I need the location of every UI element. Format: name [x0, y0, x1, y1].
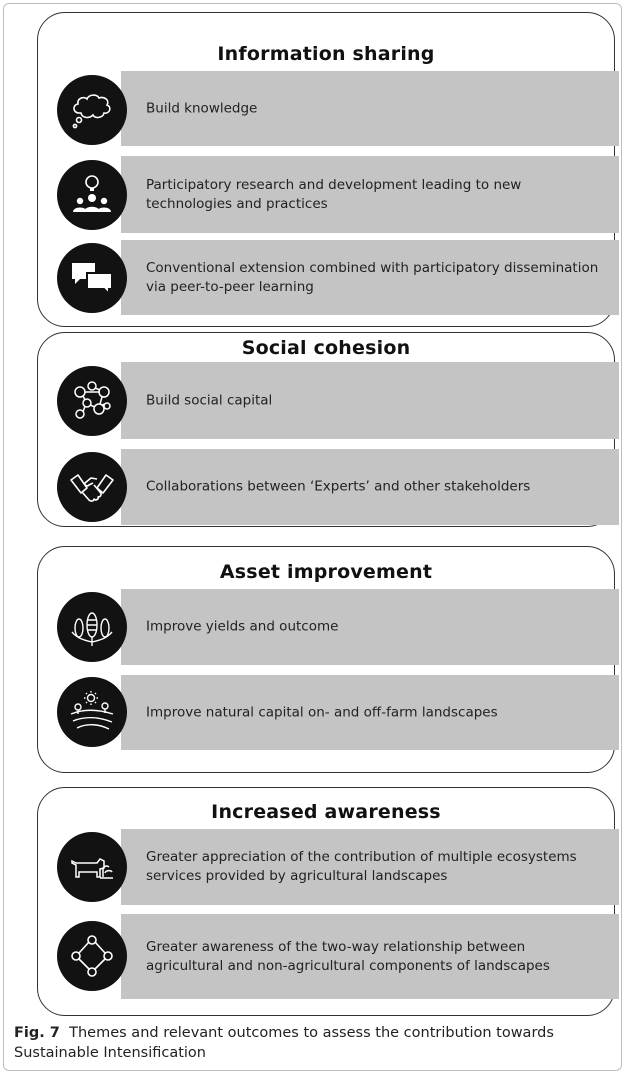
- corn-icon: [57, 592, 127, 662]
- outcome-bar: Improve natural capital on- and off-farm…: [121, 675, 619, 750]
- outcome-text: Greater appreciation of the contribution…: [146, 849, 577, 884]
- thought-bubble-icon: [57, 75, 127, 145]
- outcome-bar: Greater appreciation of the contribution…: [121, 829, 619, 905]
- group-title: Information sharing: [217, 43, 435, 65]
- outcome-text: Build social capital: [146, 392, 273, 408]
- handshake-icon: [57, 452, 127, 522]
- outcome-text: Collaborations between ‘Experts’ and oth…: [146, 478, 531, 495]
- outcome-text: Build knowledge: [146, 100, 258, 116]
- idea-team-icon: [57, 160, 127, 230]
- group-title: Social cohesion: [241, 337, 411, 359]
- figure-frame: [3, 3, 622, 1071]
- outcome-bar: Greater awareness of the two-way relatio…: [121, 914, 619, 999]
- outcome-text: Greater awareness of the two-way relatio…: [146, 938, 550, 974]
- outcome-text: Improve yields and outcome: [146, 618, 339, 635]
- group-increased-awareness: Increased awareness Greater appreciation…: [37, 787, 619, 1016]
- cow-plant-icon: [57, 832, 127, 902]
- outcome-bar: Build social capital: [121, 362, 619, 439]
- caption-text: Themes and relevant outcomes to assess t…: [14, 1025, 554, 1061]
- outcome-bar: Build knowledge: [121, 71, 619, 146]
- landscape-icon: [57, 677, 127, 747]
- network-icon: [57, 366, 127, 436]
- outcome-bar: Improve yields and outcome: [121, 589, 619, 665]
- group-social-cohesion: Social cohesion Build social capital Col…: [37, 332, 619, 527]
- outcome-text: Improve natural capital on- and off-farm…: [146, 704, 498, 720]
- figure-caption: Fig. 7 Themes and relevant outcomes to a…: [14, 1023, 614, 1063]
- cycle-icon: [57, 921, 127, 991]
- figure-label: Fig. 7: [14, 1025, 60, 1041]
- speech-bubbles-icon: [57, 243, 127, 313]
- outcome-text: Participatory research and development l…: [146, 176, 522, 212]
- outcome-text: Conventional extension combined with par…: [146, 259, 599, 295]
- group-information-sharing: Information sharing Build knowledge Part…: [37, 12, 619, 327]
- group-title: Increased awareness: [211, 801, 441, 823]
- outcome-bar: Collaborations between ‘Experts’ and oth…: [121, 449, 619, 525]
- group-title: Asset improvement: [219, 561, 433, 583]
- group-asset-improvement: Asset improvement Improve yields and out…: [37, 546, 619, 773]
- outcome-bar: Conventional extension combined with par…: [121, 240, 619, 315]
- outcome-bar: Participatory research and development l…: [121, 156, 619, 233]
